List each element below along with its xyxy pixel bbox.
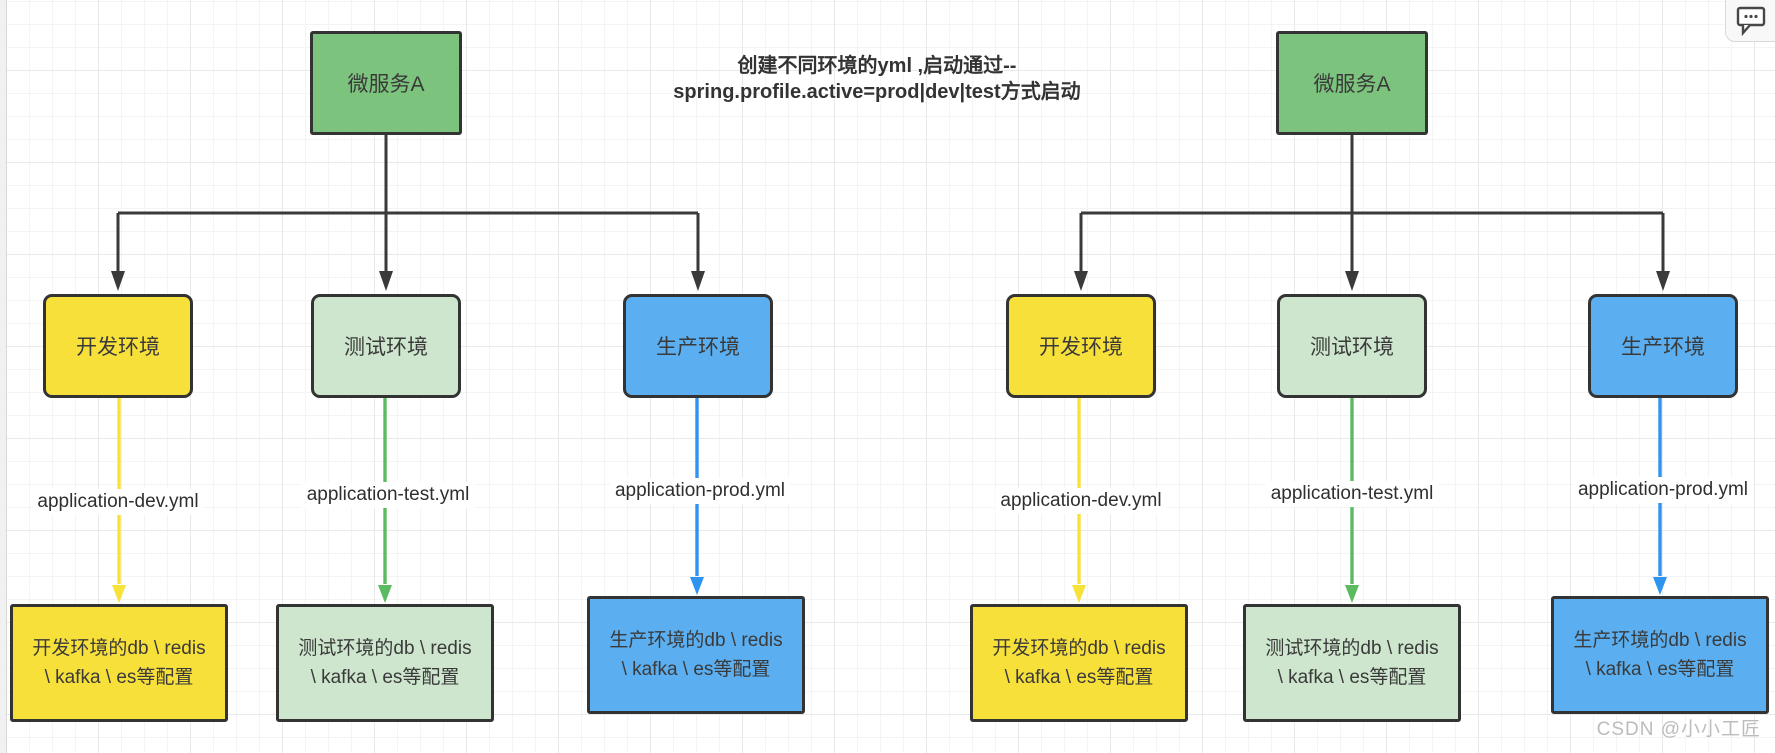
- env-box-prod-diagram-1: 生产环境: [623, 294, 773, 398]
- canvas-left-edge: [0, 0, 7, 753]
- config-box-dev-diagram-1: 开发环境的db \ redis \ kafka \ es等配置: [10, 604, 228, 722]
- config-test-line2: \ kafka \ es等配置: [1277, 667, 1427, 688]
- yml-label-dev-diagram-2: application-dev.yml: [995, 488, 1167, 514]
- env-box-dev-diagram-1: 开发环境: [43, 294, 193, 398]
- yml-label-dev-diagram-1: application-dev.yml: [32, 489, 204, 515]
- yml-label-prod-diagram-1: application-prod.yml: [609, 478, 791, 504]
- csdn-watermark: CSDN @小小工匠: [1596, 719, 1761, 740]
- config-dev-line2: \ kafka \ es等配置: [44, 667, 194, 688]
- config-box-prod-diagram-1: 生产环境的db \ redis \ kafka \ es等配置: [587, 596, 805, 714]
- config-prod-line1: 生产环境的db \ redis: [1573, 630, 1747, 651]
- config-prod-line2: \ kafka \ es等配置: [1585, 659, 1735, 680]
- service-box-diagram-2: 微服务A: [1276, 31, 1428, 135]
- config-dev-line1: 开发环境的db \ redis: [992, 638, 1166, 659]
- service-box-diagram-1: 微服务A: [310, 31, 462, 135]
- diagram-title: 创建不同环境的yml ,启动通过-- spring.profile.active…: [673, 53, 1080, 105]
- comment-bubble-icon: [1736, 6, 1765, 36]
- config-test-line1: 测试环境的db \ redis: [298, 638, 472, 659]
- black-arrowheads-diagram-2: [1074, 271, 1670, 291]
- config-test-line2: \ kafka \ es等配置: [310, 667, 460, 688]
- env-box-dev-diagram-2: 开发环境: [1006, 294, 1156, 398]
- env-box-test-diagram-2: 测试环境: [1277, 294, 1427, 398]
- yml-label-prod-diagram-2: application-prod.yml: [1572, 477, 1754, 503]
- comment-button[interactable]: [1725, 0, 1775, 42]
- black-connectors-diagram-2: [1079, 135, 1665, 272]
- config-prod-line2: \ kafka \ es等配置: [621, 659, 771, 680]
- config-box-dev-diagram-2: 开发环境的db \ redis \ kafka \ es等配置: [970, 604, 1188, 722]
- config-box-test-diagram-2: 测试环境的db \ redis \ kafka \ es等配置: [1243, 604, 1461, 722]
- config-dev-line2: \ kafka \ es等配置: [1004, 667, 1154, 688]
- config-box-test-diagram-1: 测试环境的db \ redis \ kafka \ es等配置: [276, 604, 494, 722]
- yml-label-test-diagram-2: application-test.yml: [1265, 481, 1439, 507]
- config-test-line1: 测试环境的db \ redis: [1265, 638, 1439, 659]
- env-box-prod-diagram-2: 生产环境: [1588, 294, 1738, 398]
- diagram-title-line2: spring.profile.active=prod|dev|test方式启动: [673, 81, 1081, 103]
- black-connectors-diagram-1: [116, 135, 700, 272]
- diagram-title-line1: 创建不同环境的yml ,启动通过--: [737, 55, 1017, 77]
- config-box-prod-diagram-2: 生产环境的db \ redis \ kafka \ es等配置: [1551, 596, 1769, 714]
- yml-label-test-diagram-1: application-test.yml: [301, 482, 475, 508]
- env-box-test-diagram-1: 测试环境: [311, 294, 461, 398]
- black-arrowheads-diagram-1: [111, 271, 705, 291]
- config-dev-line1: 开发环境的db \ redis: [32, 638, 206, 659]
- config-prod-line1: 生产环境的db \ redis: [609, 630, 783, 651]
